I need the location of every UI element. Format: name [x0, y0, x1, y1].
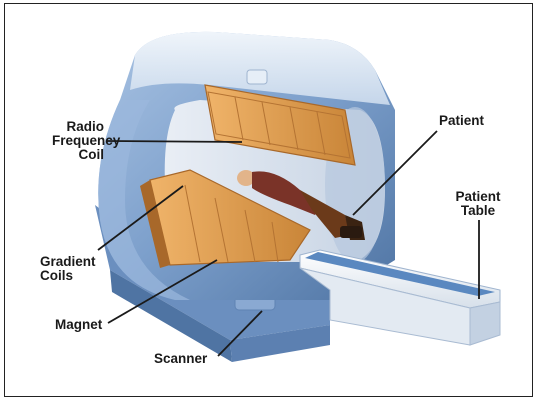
leader-radio-frequency-coil [106, 141, 242, 142]
label-patient: Patient [439, 114, 484, 128]
label-patient-table: Patient Table [448, 190, 508, 218]
label-magnet: Magnet [55, 318, 102, 332]
label-scanner: Scanner [154, 352, 207, 366]
label-gradient-coils: Gradient Coils [40, 255, 96, 283]
label-radio-frequency-coil: Radio Frequency Coil [52, 120, 104, 162]
